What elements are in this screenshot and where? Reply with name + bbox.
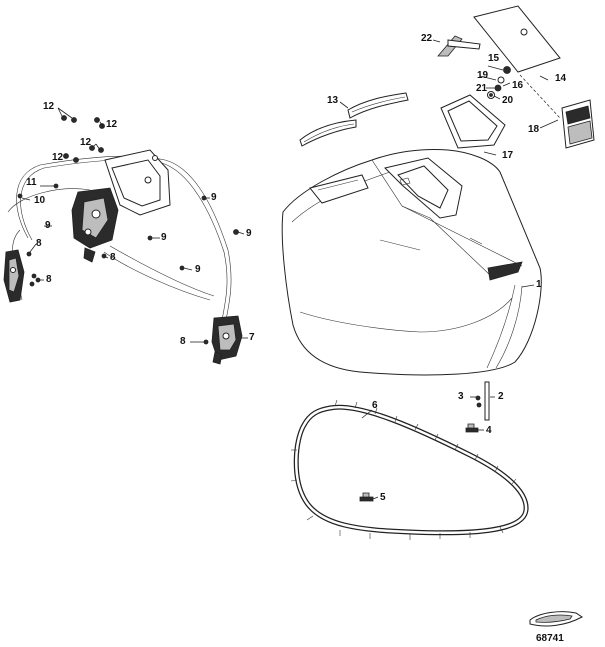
callout-6: 6 [372,400,378,411]
leader-lines [21,39,559,500]
callout-12-d: 12 [52,152,64,163]
callout-5: 5 [380,492,386,503]
callout-8-left-lower: 8 [46,274,52,285]
callout-9-d: 9 [195,264,201,275]
callout-20: 20 [502,95,514,106]
callout-9-c: 9 [246,228,252,239]
callout-22: 22 [421,33,433,44]
figure-number: 68741 [536,633,564,644]
callout-8-left-upper: 8 [36,238,42,249]
callout-17: 17 [502,150,514,161]
latch-assembly [3,115,243,365]
callout-7: 7 [249,332,255,343]
cowl-seal [290,399,529,540]
callout-12-c: 12 [80,137,92,148]
callout-1: 1 [536,279,542,290]
decal-plate [473,5,561,119]
warning-decal [561,99,595,149]
callout-2: 2 [498,391,504,402]
callout-9-b: 9 [161,232,167,243]
logo-mark [529,611,583,627]
callout-21: 21 [476,83,488,94]
callout-11: 11 [26,177,37,188]
callout-15: 15 [488,53,500,64]
callout-10: 10 [34,195,46,206]
callout-19: 19 [477,70,489,81]
callout-13: 13 [327,95,339,106]
latch-hardware [437,35,511,100]
callout-3: 3 [458,391,464,402]
callout-18: 18 [528,124,540,135]
side-trims [299,92,409,147]
callout-9-a: 9 [211,192,217,203]
callout-16: 16 [512,80,524,91]
callout-14: 14 [555,73,567,84]
callout-12-a: 12 [43,101,55,112]
vent-seal [440,94,506,149]
callout-8-mid: 8 [110,252,116,263]
small-parts [359,381,490,502]
top-cowl [281,149,542,376]
callout-8-lower: 8 [180,336,186,347]
callout-12-b: 12 [106,119,118,130]
callout-9-e: 9 [45,220,51,231]
callout-4: 4 [486,425,492,436]
